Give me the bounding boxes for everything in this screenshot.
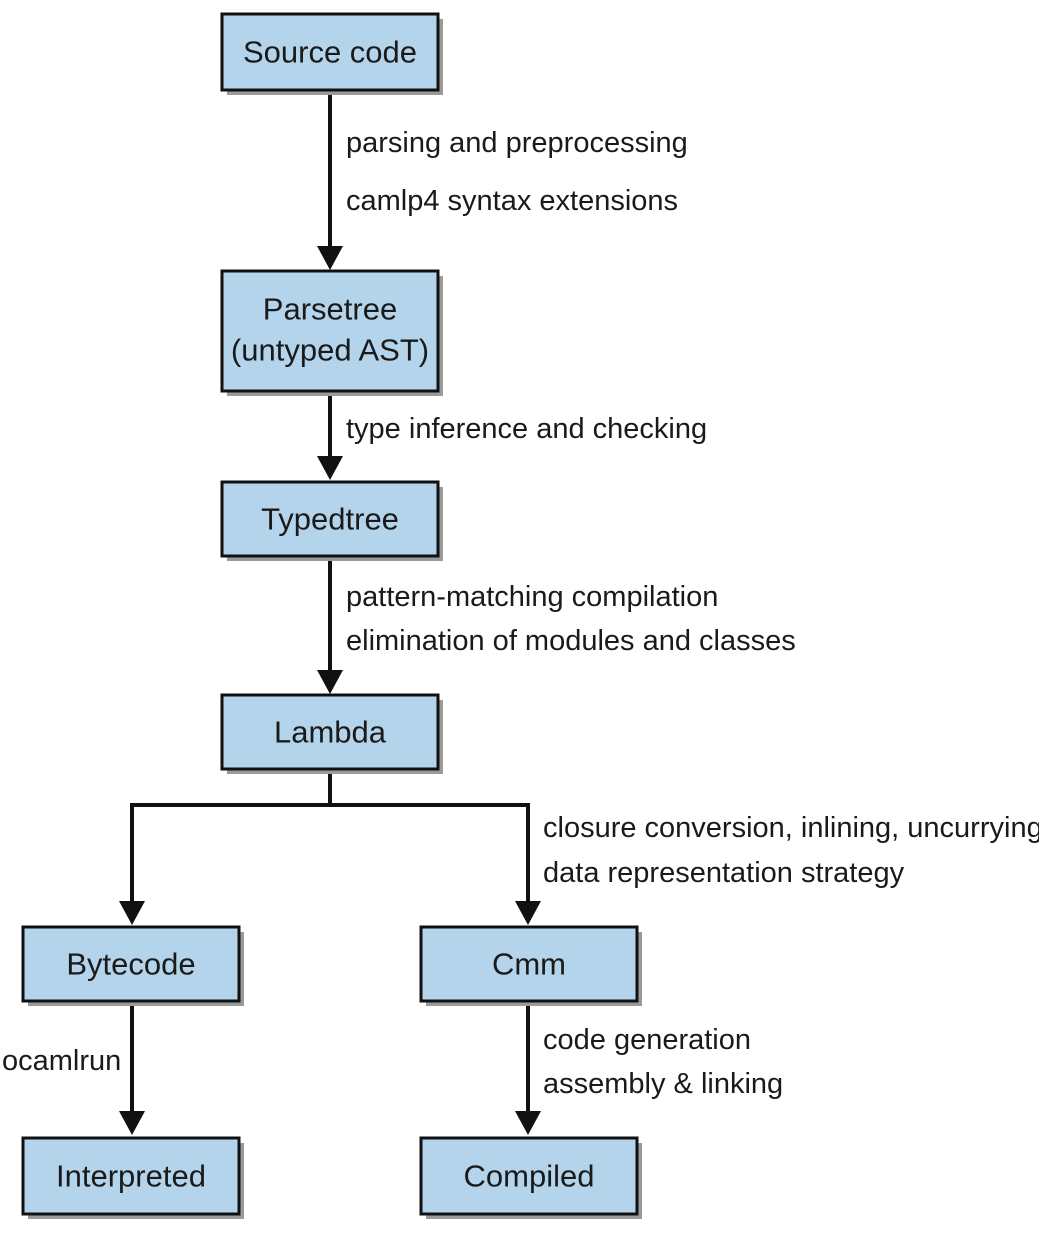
node-bytecode: Bytecode — [21, 925, 244, 1006]
node-lambda-label: Lambda — [274, 715, 387, 750]
node-cmm-label: Cmm — [492, 947, 566, 982]
edge-label-elimination: elimination of modules and classes — [346, 625, 796, 657]
edge-label-closure-conversion: closure conversion, inlining, uncurrying… — [543, 812, 1039, 844]
edge-source-to-parsetree — [317, 92, 343, 270]
edge-label-parsing: parsing and preprocessing — [346, 127, 688, 159]
edge-label-code-generation: code generation — [543, 1024, 751, 1056]
node-parsetree-label-line1: Parsetree — [263, 292, 397, 327]
node-typedtree-label: Typedtree — [261, 502, 399, 537]
node-source-code-label: Source code — [243, 35, 417, 70]
edge-typedtree-to-lambda — [317, 558, 343, 694]
node-compiled: Compiled — [419, 1136, 642, 1219]
edge-cmm-to-compiled — [515, 1003, 541, 1135]
node-lambda: Lambda — [220, 693, 443, 774]
edge-label-camlp4: camlp4 syntax extensions — [346, 185, 678, 217]
edge-bytecode-to-interpreted — [119, 1003, 145, 1135]
edge-parsetree-to-typedtree — [317, 392, 343, 480]
edge-label-data-representation: data representation strategy — [543, 857, 905, 889]
node-interpreted-label: Interpreted — [56, 1159, 206, 1194]
edge-label-assembly-linking: assembly & linking — [543, 1068, 783, 1100]
edge-lambda-to-cmm — [515, 803, 541, 925]
node-typedtree: Typedtree — [220, 480, 443, 561]
node-source-code: Source code — [220, 12, 443, 95]
edge-label-pattern-matching: pattern-matching compilation — [346, 581, 718, 613]
edge-label-ocamlrun: ocamlrun — [2, 1045, 121, 1077]
node-interpreted: Interpreted — [21, 1136, 244, 1219]
node-parsetree: Parsetree (untyped AST) — [220, 269, 443, 396]
edge-lambda-split — [130, 770, 529, 807]
node-parsetree-label-line2: (untyped AST) — [231, 333, 429, 368]
edge-lambda-to-bytecode — [119, 803, 145, 925]
node-compiled-label: Compiled — [464, 1159, 595, 1194]
node-cmm: Cmm — [419, 925, 642, 1006]
node-bytecode-label: Bytecode — [66, 947, 195, 982]
edge-label-type-inference: type inference and checking — [346, 413, 707, 445]
